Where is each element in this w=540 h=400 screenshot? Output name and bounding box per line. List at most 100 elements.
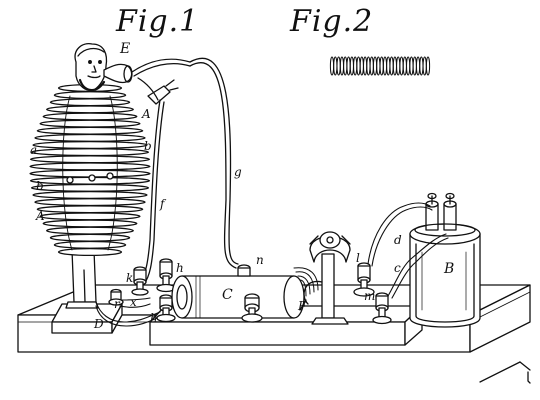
fig2-coil-turn [353,56,358,76]
label-l: l [356,251,360,265]
coil-turn [29,155,151,164]
coil-turn [32,140,148,150]
coil-turn [49,98,131,107]
binding-post-k [131,266,149,296]
fig2-coil-turn [425,56,431,76]
coil-turn [42,219,138,228]
label-f: f [160,197,165,211]
label-g: g [234,165,242,179]
fig2-coil-turn [336,56,341,76]
label-r: r [114,297,120,311]
interrupter-f [299,231,351,325]
helix-coil-a [29,83,151,257]
wire-bundle [293,267,319,297]
coil-turn [49,233,131,242]
fig2-coil-turn [422,56,427,76]
coil-turn [39,119,141,128]
fig2-coil-turn [389,56,394,76]
fig1-title: Fig.1 [116,4,200,39]
tube-g [131,57,239,269]
fig2-coil-turn [349,56,354,76]
tube-valve [147,79,179,105]
label-b-right: b [144,139,152,153]
fig2-coil-turn [399,56,404,76]
coil-turn [39,212,141,221]
coil-terminal [106,172,114,180]
fig2-coil-turn [366,56,371,76]
coil-turn [32,190,148,200]
fig2-coil-turn [356,56,361,76]
wires-x-r [95,297,163,327]
wires-d-c [367,202,449,299]
fig2-coil-turn [402,56,407,76]
coil-turn [36,126,144,135]
coil-turn [30,183,150,192]
coil-turn [30,148,150,157]
binding-post-h-top [156,258,176,293]
coil-turn [46,105,134,114]
label-b-battery: B [444,261,455,277]
fig2-coil-turn [343,56,348,76]
torso-outline [62,95,118,251]
fig2-coil-turn [419,56,424,76]
fig2-coil-turn [412,56,417,76]
fig2-coil-turn [386,56,391,76]
label-a-lower: A [36,209,45,223]
coil-turn [36,205,144,214]
label-m: m [364,289,376,303]
tube-f [139,99,165,285]
label-a: a [30,143,38,157]
label-x: x [130,295,137,309]
label-h-bottom: h [150,311,158,325]
fig2-coil-turn [346,56,351,76]
coil-turn [46,226,134,235]
man-legs [65,249,99,309]
fig2-coil-turn [372,56,378,76]
battery-b [409,192,481,328]
label-a-upper: A [142,107,151,121]
label-c: c [394,261,401,275]
fig2-coil-turn [329,56,335,76]
fig2-coil [329,56,431,76]
coil-turn [57,247,123,257]
coil-terminal [88,174,96,182]
fig2-coil-turn [406,56,411,76]
binding-post-h-bottom [156,294,176,323]
label-k: k [126,271,134,285]
binding-post-on-pedestal [108,288,124,306]
fig2-coil-turn [333,56,338,76]
fig2-title: Fig.2 [290,4,374,39]
label-e: E [120,41,131,57]
coil-turn [34,133,146,142]
fig2-coil-turn [415,56,421,76]
coil-turn [29,162,151,171]
label-h-top: h [176,261,184,275]
coil-terminal [66,176,74,184]
fig2-coil-turn [369,56,374,76]
fig2-coil-turn [339,56,345,76]
fig2-coil-turn [396,56,401,76]
binding-post-m [372,292,392,325]
mouthpiece-e [103,63,133,84]
label-n: n [256,253,264,267]
label-d: d [394,233,402,247]
coil-turn [53,240,127,249]
fig2-coil-turn [359,56,364,76]
fig2-coil-turn [409,56,414,76]
label-c-coil: C [222,287,233,303]
fig2-coil-turn [382,56,388,76]
fig2-coil-turn [379,56,384,76]
induction-coil-c [171,264,305,323]
coil-turn [53,91,127,100]
coil-turn [34,198,146,207]
fig2-coil-turn [392,56,397,76]
label-d-pedestal: D [94,317,104,331]
fig2-coil-turn [376,56,381,76]
binding-post-l [353,262,375,297]
label-f-interrupter: F [298,299,307,313]
label-b-left: b [36,179,44,193]
coil-turn [42,112,138,121]
man-head [74,43,108,92]
